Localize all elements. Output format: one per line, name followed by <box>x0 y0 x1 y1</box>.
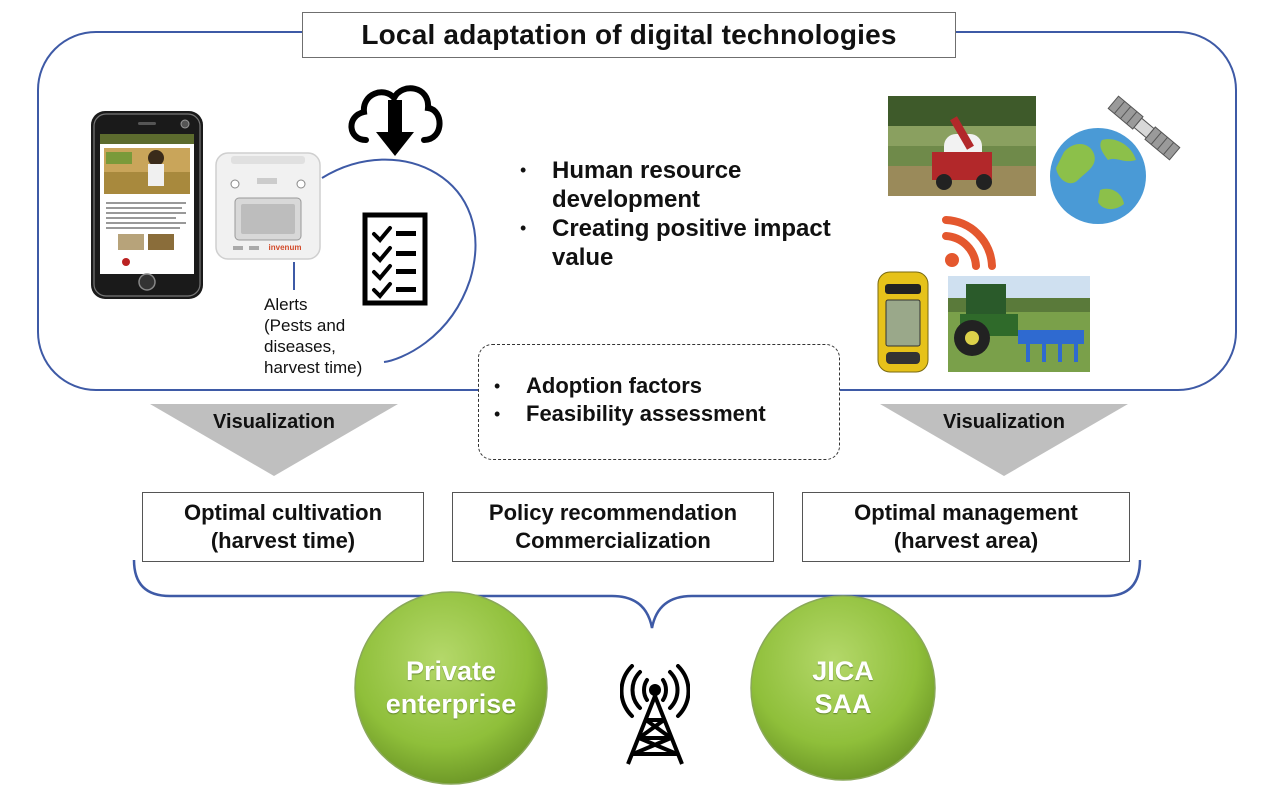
partner-circle-private-bg <box>354 591 548 785</box>
partner-jica-saa: JICA SAA <box>812 656 874 719</box>
device-brand-label: invenum <box>269 243 302 252</box>
partner-private-enterprise: Private enterprise <box>385 656 517 719</box>
bullet-human-resource: Human resource development <box>516 156 896 214</box>
bullet-feasibility: Feasibility assessment <box>490 400 830 428</box>
partner-circle-jica-bg <box>750 595 936 781</box>
output-optimal-management: Optimal management (harvest area) <box>802 492 1130 562</box>
satellite-earth-icon <box>1050 95 1181 224</box>
alert-arc <box>321 158 477 363</box>
output-policy-recommendation: Policy recommendation Commercialization <box>452 492 774 562</box>
gps-device-icon <box>877 271 929 373</box>
alerts-text: Alerts (Pests and diseases, harvest time… <box>264 295 363 377</box>
cloud-download-icon <box>348 85 443 156</box>
smartphone-icon <box>91 111 203 299</box>
wifi-signal-icon <box>942 216 996 270</box>
output-optimal-cultivation: Optimal cultivation (harvest time) <box>142 492 424 562</box>
visualization-triangle-right <box>880 404 1128 476</box>
bullet-positive-impact: Creating positive impact value <box>516 214 896 272</box>
radio-tower-icon <box>620 664 690 765</box>
sensor-device-icon: invenum <box>215 152 321 260</box>
harvester-photo <box>888 96 1036 196</box>
tractor-photo <box>948 276 1090 372</box>
assessment-bullet-list: Adoption factors Feasibility assessment <box>490 372 830 428</box>
checklist-icon <box>362 212 428 306</box>
brace <box>132 559 1142 629</box>
center-bullet-list: Human resource development Creating posi… <box>516 156 896 272</box>
visualization-label-right: Visualization <box>943 411 1065 433</box>
page-title: Local adaptation of digital technologies <box>302 12 956 58</box>
visualization-label-left: Visualization <box>213 411 335 433</box>
bullet-adoption-factors: Adoption factors <box>490 372 830 400</box>
visualization-triangle-left <box>150 404 398 476</box>
